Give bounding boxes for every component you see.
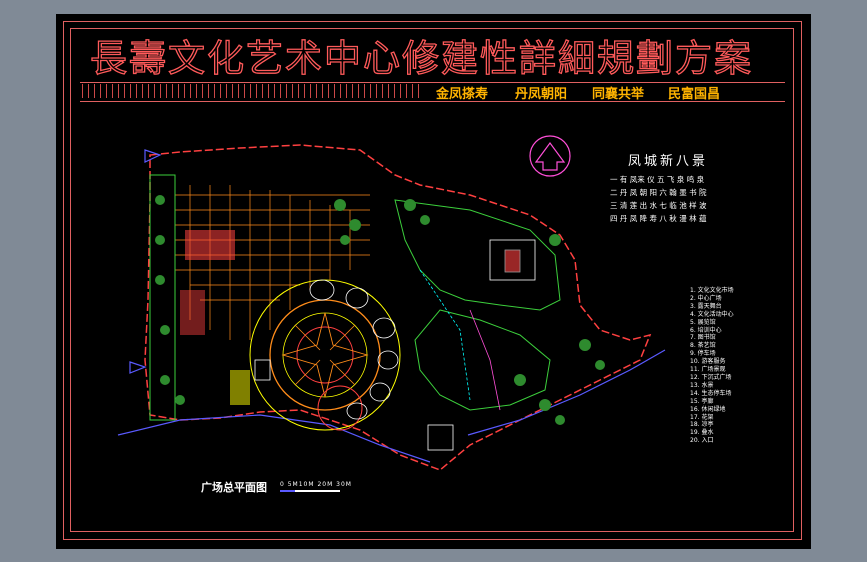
slogan-2: 丹凤朝阳 — [515, 87, 568, 102]
legend-heading: 凤城新八景 — [628, 154, 709, 169]
legend-item: 15. 亭廊 — [690, 397, 714, 405]
drawing-sheet — [56, 14, 811, 549]
legend-item: 3. 露天舞台 — [690, 302, 722, 310]
legend-item: 10. 游客服务 — [690, 358, 726, 366]
legend-item: 12. 下沉式广场 — [690, 373, 732, 381]
green-areas — [149, 174, 561, 421]
trees — [155, 195, 605, 425]
legend-items: 1. 文化文化市场 2. 中心广场 3. 露天舞台 4. 文化活动中心 5. 展… — [690, 287, 734, 445]
central-rosette — [249, 279, 401, 431]
legend-item: 19. 叠水 — [690, 429, 714, 437]
legend-item: 5. 展览馆 — [690, 318, 716, 326]
legend-item: 4. 文化活动中心 — [690, 310, 734, 318]
legend-item: 11. 广场景观 — [690, 366, 726, 374]
legend-item: 8. 茶艺馆 — [690, 342, 716, 350]
slogan-1: 金凤搽寿 — [436, 87, 489, 102]
legend-item: 6. 培训中心 — [690, 326, 722, 334]
fence-pattern — [82, 84, 422, 98]
buildings — [254, 239, 536, 451]
north-arrow-icon — [529, 135, 571, 177]
legend-row: 三 清 莲 出 水 七 临 池 样 波 — [610, 201, 707, 210]
legend-item: 14. 生态停车场 — [690, 389, 732, 397]
legend-item: 16. 休闲绿地 — [690, 405, 726, 413]
scale-bar — [280, 490, 340, 492]
legend-item: 20. 入口 — [690, 437, 714, 445]
legend-row: 二 丹 凤 朝 阳 六 翰 墨 书 院 — [610, 188, 707, 197]
legend-row: 一 有 凤来 仪 五 飞 泉 鸣 泉 — [610, 175, 705, 184]
legend-item: 7. 图书馆 — [690, 334, 716, 342]
slogan-4: 民富国昌 — [668, 87, 721, 102]
drawing-frame-inner — [70, 28, 794, 532]
plan-label: 广场总平面图 — [201, 481, 267, 494]
title-rule-bottom — [80, 101, 785, 102]
legend-item: 13. 水景 — [690, 381, 714, 389]
legend-item: 1. 文化文化市场 — [690, 287, 734, 294]
slogan-3: 同襄共举 — [592, 87, 645, 102]
legend-row: 四 丹 凤 降 寿 八 秋 漫 林 蕴 — [610, 214, 707, 223]
title-rule — [80, 82, 785, 83]
drawing-title: 長壽文化艺术中心修建性詳細規劃方案 — [89, 36, 753, 80]
entrance-arrow-icon — [129, 149, 162, 374]
legend-item: 9. 停车场 — [690, 350, 716, 358]
legend-item: 2. 中心广场 — [690, 294, 722, 302]
drawing-frame-outer — [63, 21, 802, 540]
fountains — [309, 279, 399, 420]
legend-item: 17. 花架 — [690, 413, 714, 421]
scale-text: 0 5M10M 20M 30M — [280, 481, 352, 488]
legend-item: 18. 凉亭 — [690, 421, 714, 429]
